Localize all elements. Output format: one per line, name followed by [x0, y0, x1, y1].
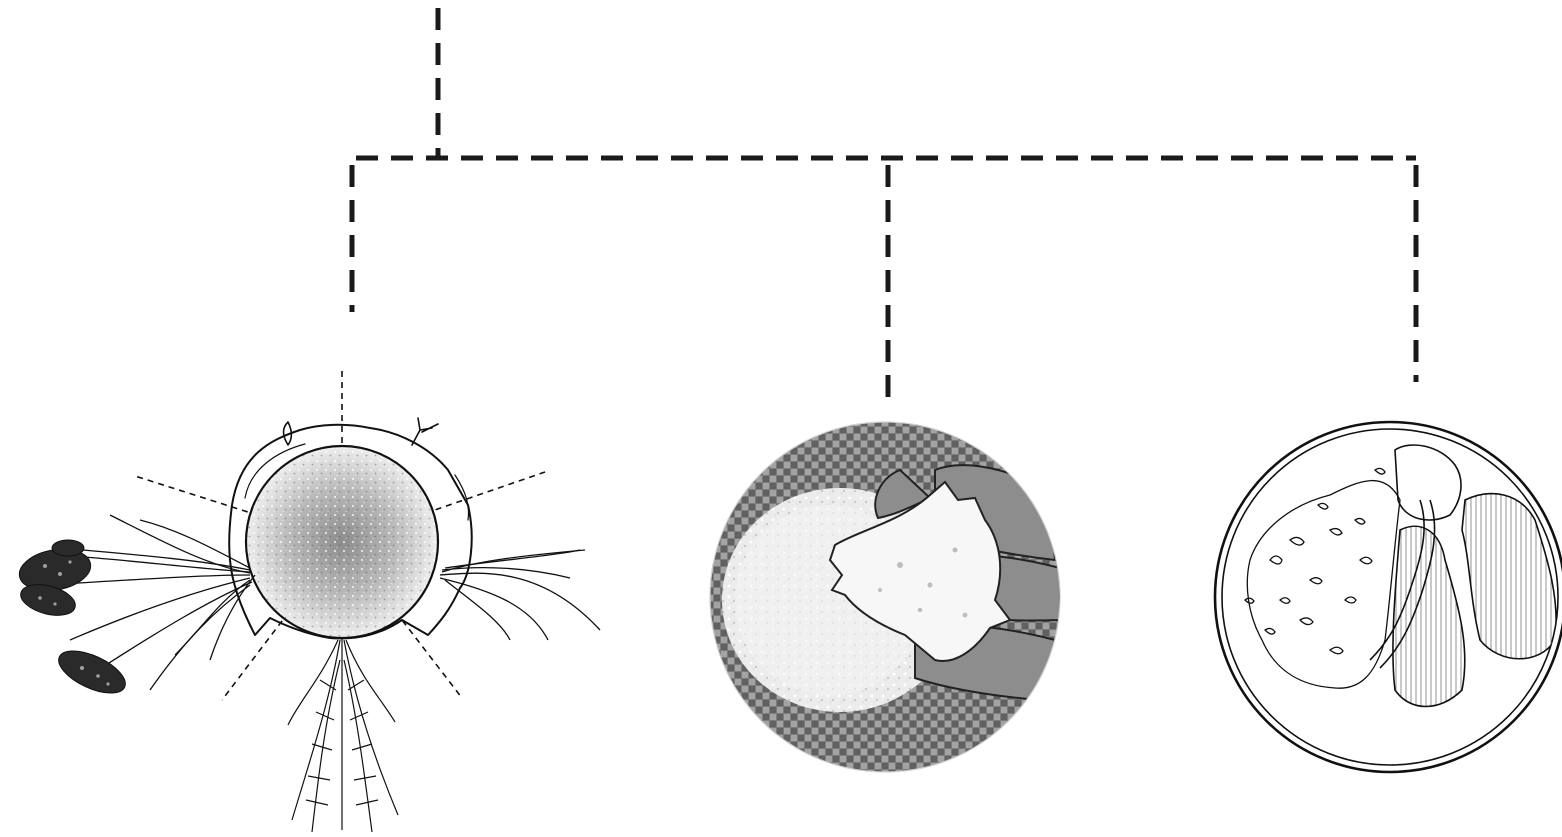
- field-map-circle-icon: [1215, 422, 1562, 772]
- plant-sphere-illustration-icon: [16, 368, 600, 832]
- grass-leaves-right: [440, 550, 600, 640]
- salt-in-hand-photo-icon: [700, 420, 1070, 780]
- grass-bundle-bottom: [288, 638, 398, 832]
- tree-connectors: [352, 8, 1416, 398]
- flower-heads-left: [16, 540, 131, 702]
